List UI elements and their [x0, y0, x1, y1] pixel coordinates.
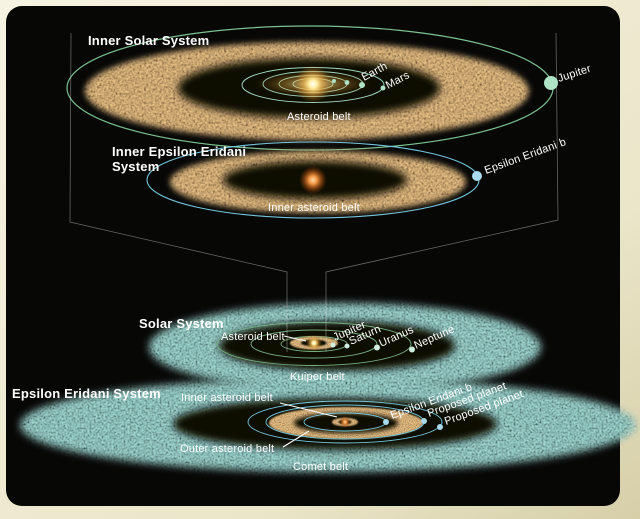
zoom-callout-line-left — [69, 32, 288, 352]
epsilon-eridani-star-glyph-small — [339, 416, 351, 428]
neptune-dot-small — [409, 346, 415, 353]
inner-asteroid-belt-label: Inner asteroid belt — [268, 202, 360, 214]
asteroid-belt-label: Asteroid belt — [287, 111, 351, 123]
inner-solar-system-title: Inner Solar System — [88, 33, 209, 48]
kuiper-belt-hole — [219, 321, 455, 371]
zoom-callout-line-right — [325, 32, 559, 352]
uranus-orbit-small — [250, 329, 378, 359]
outer-asteroid-belt-pointer-line — [282, 430, 310, 448]
inner-epsilon-eridani-title-line2: System — [112, 159, 159, 174]
comet-belt-label: Comet belt — [293, 461, 348, 473]
inner-asteroid-belt-pointer-line — [279, 402, 338, 418]
saturn-dot-small — [344, 343, 350, 349]
proposed-planet-2-orbit — [247, 400, 443, 444]
epsilon-eridani-system-title: Epsilon Eridani System — [12, 386, 161, 401]
outer-asteroid-belt-label: Outer asteroid belt — [180, 443, 274, 455]
jupiter-dot-small — [330, 342, 336, 348]
sun-glyph-small — [306, 335, 322, 351]
proposed-planet-1-dot — [421, 418, 427, 424]
inner-epsilon-eridani-title-line1: Inner Epsilon Eridani — [112, 144, 246, 159]
epsilon-eridani-b-dot — [472, 171, 482, 181]
asteroid-belt-label-small: Asteroid belt — [221, 331, 285, 343]
epsilon-eridani-b-dot-small — [383, 419, 389, 425]
inner-asteroid-belt-label-small: Inner asteroid belt — [181, 392, 273, 404]
jupiter-dot — [544, 76, 558, 90]
sun-glyph — [294, 65, 332, 103]
asteroid-belt-pointer-line — [283, 335, 307, 342]
uranus-dot-small — [374, 344, 380, 351]
kuiper-belt-label: Kuiper belt — [290, 371, 345, 383]
inner-solar-system-overlay: Inner Solar System Earth Mars Jupiter As… — [88, 33, 593, 123]
earth-dot — [359, 82, 365, 88]
epsilon-eridani-star-glyph — [299, 166, 327, 194]
mercury-dot — [332, 79, 336, 83]
epsilon-eridani-system-panel — [20, 378, 636, 472]
venus-dot — [344, 80, 350, 85]
solar-system-title: Solar System — [139, 316, 224, 331]
epsilon-eridani-system-overlay: Epsilon Eridani System Inner asteroid be… — [12, 380, 525, 473]
proposed-planet-2-dot — [437, 424, 443, 430]
zoom-callout — [69, 32, 559, 352]
mars-dot — [380, 85, 386, 91]
neptune-orbit-small — [216, 322, 412, 366]
